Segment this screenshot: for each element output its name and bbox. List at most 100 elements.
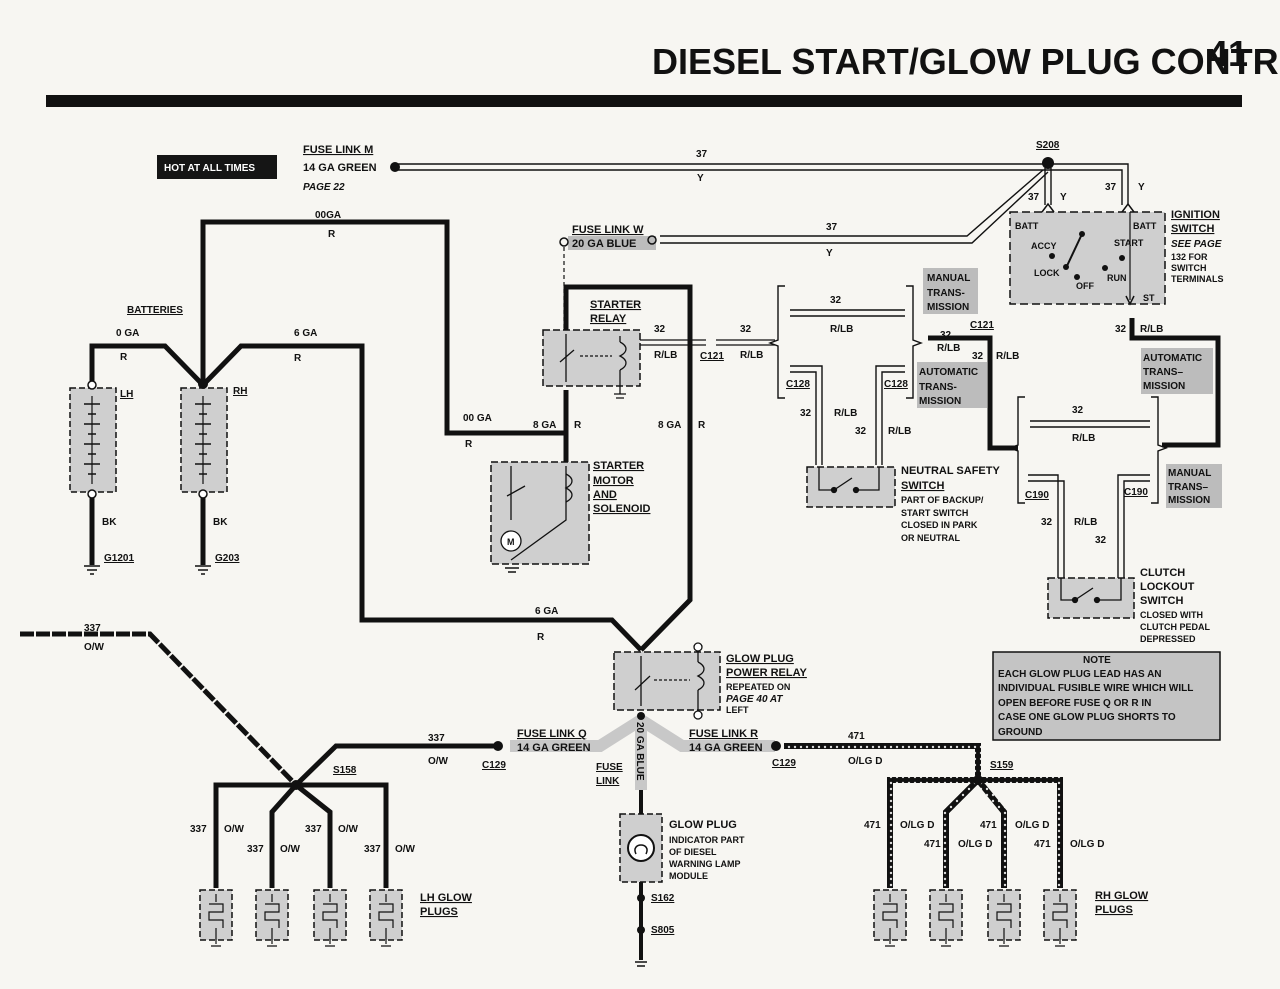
color-r-relay: R	[574, 420, 582, 431]
ignition-accy: ACCY	[1031, 241, 1057, 251]
manual-trans-left-l3: MISSION	[927, 302, 969, 313]
c190-left: C190	[1025, 490, 1049, 501]
starter-motor-l2: MOTOR	[593, 475, 634, 487]
glow-relay-l4: PAGE 40 AT	[726, 694, 783, 705]
s159-dot	[973, 775, 983, 785]
page-title: DIESEL START/GLOW PLUG CONTROL	[652, 41, 1280, 82]
gauge-6ga-left: 6 GA	[294, 328, 317, 339]
ignition-lock: LOCK	[1034, 268, 1060, 278]
lamp-filament	[634, 844, 648, 855]
s805-dot	[637, 926, 645, 934]
rh-glow-plug-3	[987, 889, 1021, 947]
w471-c: 471	[924, 839, 941, 850]
clutch-l4: CLOSED WITH	[1140, 610, 1203, 620]
auto-trans-left-l3: MISSION	[919, 396, 961, 407]
olgd-a: O/LG D	[848, 756, 882, 767]
glow-plug-power-relay	[613, 651, 721, 711]
color-r-bottom: R	[537, 632, 545, 643]
s208-y-right: Y	[1138, 182, 1145, 193]
rlb-h: R/LB	[1140, 324, 1163, 335]
neutral-safety-switch	[806, 466, 896, 508]
color-bk-lh: BK	[102, 517, 117, 528]
gauge-00ga-mid: 00 GA	[463, 413, 492, 424]
page-number: 41	[1208, 33, 1248, 74]
glow-relay-l5: LEFT	[726, 705, 749, 715]
c121-left: C121	[700, 351, 724, 362]
fuse-w-left	[559, 237, 569, 247]
s208-dot	[1042, 157, 1054, 169]
clutch-l3: SWITCH	[1140, 595, 1183, 607]
w337-f: 337	[364, 844, 381, 855]
wire-y-label-top: Y	[697, 173, 704, 184]
rlb-g: R/LB	[996, 351, 1019, 362]
c129-left: C129	[482, 760, 506, 771]
clutch-lockout-switch	[1047, 577, 1135, 619]
wire-37-label-mid: 37	[826, 222, 838, 233]
wire-37-label-top: 37	[696, 149, 708, 160]
rh-plugs-l2: PLUGS	[1095, 904, 1133, 916]
lh-plugs-l1: LH GLOW	[420, 892, 473, 904]
c129-right-conn	[771, 741, 781, 751]
color-r-top: R	[328, 229, 336, 240]
color-r-right: R	[698, 420, 706, 431]
splice-s162: S162	[651, 893, 675, 904]
ignition-see1: SEE PAGE	[1171, 239, 1222, 250]
hot-badge	[157, 155, 277, 179]
fuse-r-name: FUSE LINK R	[689, 728, 758, 740]
ow-e: O/W	[338, 824, 359, 835]
rlb-c: R/LB	[830, 324, 853, 335]
neutral-l2: SWITCH	[901, 480, 944, 492]
clutch-switch-contacts	[1060, 578, 1122, 604]
clutch-l5: CLUTCH PEDAL	[1140, 622, 1210, 632]
clutch-l2: LOCKOUT	[1140, 581, 1195, 593]
fuse-r-gauge: 14 GA GREEN	[689, 742, 763, 754]
wire-471-main	[784, 743, 1063, 888]
motor-ground	[505, 567, 519, 573]
splice-s805: S805	[651, 925, 675, 936]
wire-32-c121-right	[928, 318, 1221, 451]
starter-motor-m: M	[507, 537, 515, 547]
w337-d: 337	[247, 844, 264, 855]
neutral-l1: NEUTRAL SAFETY	[901, 465, 1000, 477]
c128-right: C128	[884, 379, 908, 390]
ow-b: O/W	[428, 756, 449, 767]
s162-dot	[637, 894, 645, 902]
w337-b: 337	[428, 733, 445, 744]
color-r-left: R	[120, 352, 128, 363]
wire-y-label-mid: Y	[826, 248, 833, 259]
manual-trans-right-bg	[1166, 464, 1222, 508]
rh-glow-plug-2	[929, 889, 963, 947]
manual-trans-left-l1: MANUAL	[927, 273, 970, 284]
rh-glow-plugs	[873, 889, 1077, 947]
auto-trans-left-l1: AUTOMATIC	[919, 367, 978, 378]
fuse-w-right	[647, 235, 657, 245]
rlb-f: R/LB	[937, 343, 960, 354]
indicator-lamp-icon	[627, 834, 655, 862]
ground-g203: G203	[215, 553, 240, 564]
rh-glow-plug-4	[1043, 889, 1077, 947]
manual-trans-right-l3: MISSION	[1168, 495, 1210, 506]
starter-motor-internals	[500, 466, 573, 561]
battery-grounds	[84, 498, 211, 575]
starter-motor-l3: AND	[593, 489, 617, 501]
s208-37-left: 37	[1028, 192, 1040, 203]
manual-trans-right-l2: TRANS–	[1168, 482, 1208, 493]
w471-e: 471	[1034, 839, 1051, 850]
ow-a: O/W	[84, 642, 105, 653]
lh-glow-plug-4	[369, 889, 403, 947]
fuse-w-gauge: 20 GA BLUE	[572, 238, 636, 250]
w471-a: 471	[848, 731, 865, 742]
starter-relay-l1: STARTER	[590, 299, 641, 311]
lh-glow-plugs	[199, 889, 403, 947]
battery-lh	[69, 380, 117, 499]
battery-rh	[180, 379, 228, 499]
neutral-l3: PART OF BACKUP/	[901, 495, 984, 505]
wire-32-relay	[640, 339, 775, 346]
battery-cables	[89, 219, 693, 652]
w471-d: 471	[980, 820, 997, 831]
glow-lamp-l3: OF DIESEL	[669, 847, 717, 857]
gauge-8ga-relay: 8 GA	[533, 420, 556, 431]
auto-trans-right-bg	[1141, 348, 1213, 394]
